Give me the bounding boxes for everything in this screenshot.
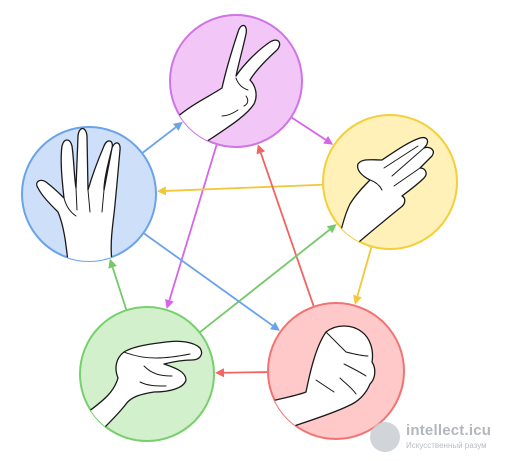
arrow-line (165, 183, 326, 192)
arrow-line (289, 115, 327, 141)
arrow-line (111, 267, 128, 313)
node-paper (322, 114, 458, 250)
arrowhead (326, 224, 337, 234)
nodes-layer (21, 14, 458, 442)
arrowhead (256, 144, 266, 155)
arrow-line (197, 229, 331, 335)
intellect-logo-icon (370, 422, 400, 452)
paper-hand-icon (335, 136, 434, 249)
arrowhead (323, 136, 334, 145)
arrow-line (223, 371, 271, 374)
arrowhead (156, 186, 167, 196)
arrowhead (214, 368, 225, 378)
arrow-lizard-to-spock (108, 258, 128, 313)
node-lizard (79, 306, 215, 442)
arrow-rock-to-lizard (214, 368, 271, 378)
node-scissors (169, 14, 303, 148)
arrow-rock-to-scissors (256, 144, 316, 309)
arrowhead (165, 299, 174, 309)
lizard-hand-icon (87, 340, 203, 441)
arrow-scissors-to-paper (289, 115, 334, 145)
node-spock (21, 126, 157, 262)
arrow-line (168, 141, 219, 301)
scissors-hand-icon (175, 24, 281, 147)
arrow-line (356, 244, 374, 297)
watermark: intellect.icu Искусственный разум (370, 418, 505, 458)
arrowhead (353, 294, 362, 305)
edges-layer (108, 115, 374, 378)
rock-fist-icon (268, 325, 376, 437)
arrow-spock-to-rock (141, 231, 280, 331)
arrow-line (259, 152, 316, 309)
arrow-line (139, 126, 177, 156)
watermark-text: intellect.icu (406, 422, 492, 439)
arrowhead (269, 321, 280, 331)
arrow-paper-to-rock (353, 244, 374, 305)
arrow-scissors-to-lizard (165, 141, 219, 309)
arrowhead (173, 121, 183, 131)
arrowhead (108, 258, 117, 269)
spock-hand-icon (36, 127, 121, 261)
watermark-subtext: Искусственный разум (406, 441, 487, 450)
node-rock (267, 302, 405, 440)
arrow-line (141, 231, 274, 327)
arrow-lizard-to-paper (197, 224, 337, 335)
arrow-spock-to-scissors (139, 121, 183, 156)
arrow-paper-to-spock (156, 183, 326, 196)
